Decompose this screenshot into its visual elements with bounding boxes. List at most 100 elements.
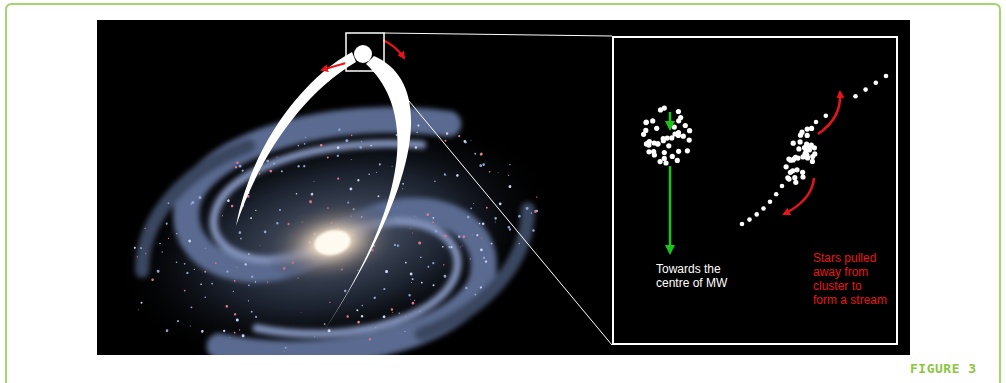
star-dot xyxy=(345,139,348,142)
star-dot xyxy=(461,245,463,247)
star-dot xyxy=(324,323,326,325)
star-dot xyxy=(408,294,411,297)
star-dot xyxy=(646,149,651,154)
star-dot xyxy=(369,338,372,341)
star-dot xyxy=(470,258,471,259)
star-dot xyxy=(784,164,789,169)
star-dot xyxy=(747,217,752,222)
red-arrow xyxy=(784,178,814,214)
star-dot xyxy=(161,251,163,253)
star-dot xyxy=(373,296,376,299)
star-dot xyxy=(229,337,230,338)
star-dot xyxy=(810,159,815,164)
star-dot xyxy=(518,215,521,218)
star-dot xyxy=(809,126,814,131)
star-dot xyxy=(234,313,237,316)
star-dot xyxy=(884,74,889,79)
star-dot xyxy=(241,334,244,337)
star-dot xyxy=(402,183,404,185)
star-dot xyxy=(375,327,377,329)
star-dot xyxy=(144,228,146,230)
red-arrow xyxy=(383,40,404,58)
star-dot xyxy=(200,283,202,285)
star-dot xyxy=(383,288,386,291)
star-dot xyxy=(297,145,299,147)
star-dot xyxy=(351,134,353,136)
direction-label: Towards the centre of MW xyxy=(656,262,748,290)
star-dot xyxy=(225,305,228,308)
star-dot xyxy=(434,180,436,182)
star-dot xyxy=(419,311,421,313)
star-dot xyxy=(251,311,253,313)
star-dot xyxy=(250,217,252,219)
star-dot xyxy=(793,180,798,185)
star-dot xyxy=(532,229,535,232)
star-dot xyxy=(165,329,168,332)
star-dot xyxy=(405,316,407,318)
star-dot xyxy=(304,355,305,356)
star-dot xyxy=(740,222,745,227)
star-dot xyxy=(646,140,651,145)
star-dot xyxy=(432,217,434,219)
star-dot xyxy=(421,282,423,284)
star-dot xyxy=(273,162,276,165)
star-dot xyxy=(460,246,461,247)
star-dot xyxy=(655,141,660,146)
star-dot xyxy=(226,270,229,273)
star-dot xyxy=(190,325,191,326)
star-dot xyxy=(474,293,476,295)
spiral-arm xyxy=(121,146,269,271)
star-dot xyxy=(483,256,486,259)
star-dot xyxy=(234,332,236,334)
star-dot xyxy=(346,315,349,318)
star-dot xyxy=(336,146,339,149)
star-dot xyxy=(236,267,237,268)
star-dot xyxy=(296,193,298,195)
star-dot xyxy=(234,280,236,282)
star-dot xyxy=(248,253,250,255)
star-dot xyxy=(804,142,809,147)
star-dot xyxy=(313,181,314,182)
star-dot xyxy=(800,174,805,179)
star-cluster xyxy=(641,106,692,166)
star-dot xyxy=(446,132,449,135)
star-dot xyxy=(134,247,137,250)
star-dot xyxy=(658,159,663,164)
star-dot xyxy=(508,175,510,177)
star-dot xyxy=(662,156,667,161)
zoom-line xyxy=(384,71,612,345)
star-dot xyxy=(650,118,655,123)
star-dot xyxy=(410,228,412,230)
star-dot xyxy=(443,275,446,278)
red-arrow xyxy=(322,63,346,70)
star-dot xyxy=(412,232,413,233)
star-dot xyxy=(238,231,241,234)
star-dot xyxy=(675,158,680,163)
star-dot xyxy=(663,160,668,165)
star-dot xyxy=(223,329,226,332)
star-dot xyxy=(227,199,230,202)
star-dot xyxy=(462,235,465,238)
star-dot xyxy=(494,217,497,220)
star-dot xyxy=(792,175,797,180)
star-dot xyxy=(853,94,858,99)
star-dot xyxy=(486,207,488,209)
star-dot xyxy=(494,221,496,223)
star-dot xyxy=(458,235,461,238)
star-dot xyxy=(255,316,257,318)
star-dot xyxy=(370,145,372,147)
star-dot xyxy=(327,156,329,158)
green-arrow xyxy=(669,112,672,128)
star-dot xyxy=(458,135,461,138)
star-dot xyxy=(414,146,417,149)
star-dot xyxy=(800,170,805,175)
star-dot xyxy=(186,272,189,275)
star-dot xyxy=(774,192,779,197)
star-dot xyxy=(685,148,690,153)
star-dot xyxy=(397,206,398,207)
star-dot xyxy=(442,246,444,248)
star-dot xyxy=(498,172,499,173)
spiral-arm xyxy=(401,209,549,334)
star-dot xyxy=(188,239,191,242)
star-dot xyxy=(791,141,796,146)
